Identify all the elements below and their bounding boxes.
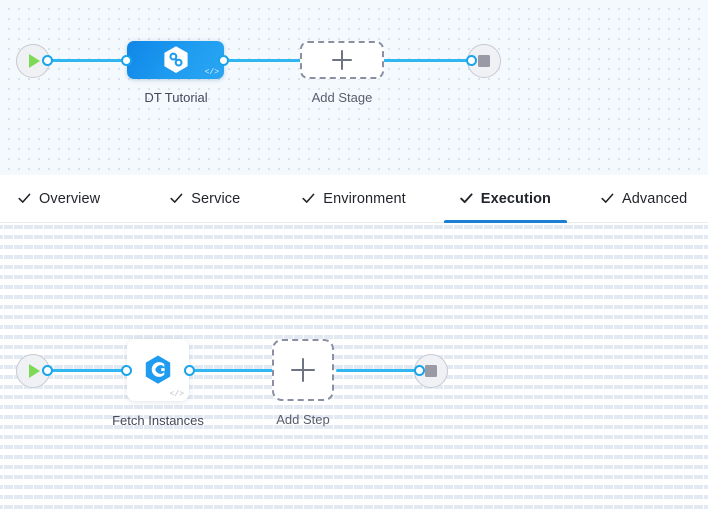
stage-node-label: DT Tutorial	[144, 90, 208, 105]
edge-start-to-step	[44, 369, 129, 372]
steps-canvas[interactable]: </> Fetch Instances Add Step	[0, 223, 708, 511]
add-step-label: Add Step	[276, 412, 330, 427]
stage-code-badge: </>	[204, 68, 219, 77]
tab-active-underline	[443, 219, 567, 223]
check-icon	[302, 192, 315, 205]
add-stage-label: Add Stage	[311, 90, 373, 105]
tab-environment-label: Environment	[323, 190, 406, 207]
edge-add-step-to-end	[336, 369, 419, 372]
add-stage-button[interactable]	[300, 41, 384, 79]
edge-add-stage-to-end	[383, 59, 471, 62]
tab-overview[interactable]: Overview	[18, 175, 100, 223]
tab-advanced[interactable]: Advanced	[601, 175, 687, 223]
edge-start-to-stage	[44, 59, 128, 62]
play-icon	[29, 54, 40, 68]
add-step-button[interactable]	[272, 339, 334, 401]
stages-canvas[interactable]: </> DT Tutorial Add Stage	[0, 0, 708, 175]
step-code-badge: </>	[169, 390, 184, 399]
tab-overview-label: Overview	[39, 190, 101, 207]
stop-icon	[425, 365, 437, 377]
tab-execution[interactable]: Execution	[443, 175, 567, 223]
port-step-out[interactable]	[184, 365, 195, 376]
edge-step-to-add-step	[190, 369, 275, 372]
stage-config-tabs: Overview Service Environment Execution	[0, 175, 708, 223]
plus-icon	[332, 50, 352, 70]
port-exec-start-out[interactable]	[42, 365, 53, 376]
step-node-label: Fetch Instances	[112, 413, 204, 428]
port-stage-out[interactable]	[218, 55, 229, 66]
hexagon-shell-script-icon	[145, 355, 171, 384]
stop-icon	[478, 55, 490, 67]
plus-icon	[291, 358, 315, 382]
port-step-in[interactable]	[121, 365, 132, 376]
tab-execution-label: Execution	[480, 190, 551, 207]
tab-environment[interactable]: Environment	[302, 175, 406, 223]
port-exec-end-in[interactable]	[414, 365, 425, 376]
play-icon	[29, 364, 40, 378]
step-node-fetch-instances[interactable]: </>	[127, 339, 189, 401]
tab-service[interactable]: Service	[170, 175, 240, 223]
tab-service-label: Service	[191, 190, 241, 207]
tab-advanced-label: Advanced	[622, 190, 688, 207]
port-stage-in[interactable]	[121, 55, 132, 66]
check-icon	[18, 192, 31, 205]
check-icon	[170, 192, 183, 205]
check-icon	[601, 192, 614, 205]
check-icon	[460, 192, 473, 205]
hexagon-infinity-icon	[163, 46, 188, 73]
edge-stage-to-add-stage	[218, 59, 302, 62]
stage-node-dt-tutorial[interactable]: </>	[127, 41, 224, 79]
port-start-out[interactable]	[42, 55, 53, 66]
port-end-in[interactable]	[466, 55, 477, 66]
